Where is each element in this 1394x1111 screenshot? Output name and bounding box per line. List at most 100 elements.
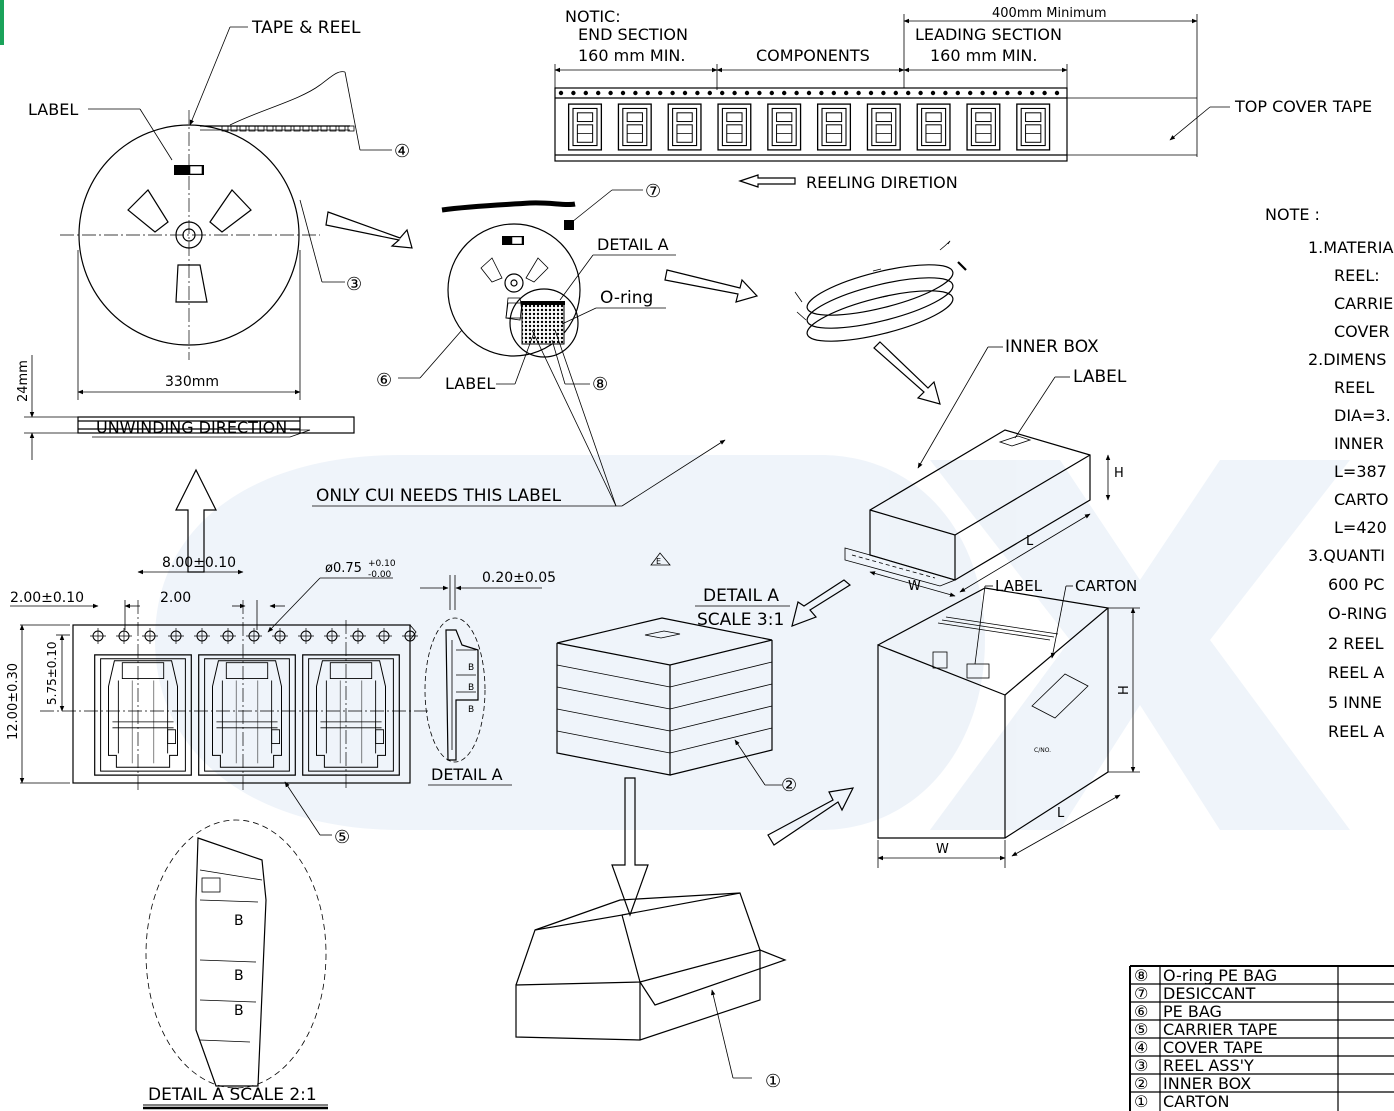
- sprocket-hole: [558, 90, 564, 96]
- bom-row-no: ⑧: [1134, 966, 1148, 985]
- sprocket-hole: [955, 90, 960, 96]
- detail-a-mark: B: [468, 663, 474, 673]
- components-label: COMPONENTS: [756, 46, 870, 65]
- tape-tooth: [221, 125, 229, 132]
- note-line: 1.MATERIA: [1308, 238, 1393, 257]
- reel-window: [175, 264, 208, 303]
- bom-row-name: O-ring PE BAG: [1163, 966, 1277, 985]
- note-line: COVER: [1334, 322, 1390, 341]
- detail-scale-lines: [199, 869, 263, 1043]
- sprocket-hole: [720, 90, 725, 96]
- stacked-reel: [806, 277, 954, 329]
- reel-view: TAPE & REEL LABEL 330mm UNWINDING DIRECT: [16, 18, 392, 573]
- leader-line: [1050, 585, 1067, 659]
- bom-table: ⑧ O-ring PE BAG ⑦ DESICCANT ⑥ PE BAG ⑤ C…: [1129, 965, 1394, 1111]
- bag-label-patch: [511, 236, 523, 245]
- tape-tooth: [302, 125, 310, 132]
- note-line: L=387: [1334, 462, 1387, 481]
- revision-mark: E: [656, 557, 661, 566]
- callout-6: ⑥: [376, 370, 392, 391]
- width-dimension: [869, 571, 956, 597]
- tape-tooth: [275, 125, 283, 132]
- sprocket-hole: [806, 90, 812, 96]
- hole-crosshair: [168, 628, 184, 644]
- reel-window: [209, 189, 252, 233]
- sprocket-hole: [831, 90, 836, 96]
- sprocket-hole: [881, 90, 886, 96]
- callout-4: ④: [394, 141, 410, 162]
- end-section-value: 160 mm MIN.: [578, 46, 685, 65]
- hole-tol-plus: +0.10: [368, 559, 396, 569]
- carton-h: H: [1117, 685, 1132, 695]
- reeling-direction-label: REELING DIRETION: [806, 173, 958, 192]
- oring-label: O-ring: [600, 288, 653, 308]
- pe-bag-hub-hole: [510, 279, 518, 287]
- sprocket-hole: [943, 90, 948, 96]
- detail-a-mark: B: [468, 705, 474, 715]
- oring-bag: [521, 303, 565, 345]
- cui-note: ONLY CUI NEEDS THIS LABEL: [316, 486, 562, 506]
- open-carton-flap: [534, 892, 741, 931]
- note-line: REEL A: [1328, 722, 1384, 741]
- note-line: 3.QUANTI: [1308, 546, 1385, 565]
- length-dimension: [1011, 794, 1121, 857]
- bag-detail-a-label: DETAIL A: [597, 235, 669, 254]
- note-line: L=420: [1334, 518, 1387, 537]
- reel-window: [525, 257, 549, 283]
- process-arrow: [664, 269, 759, 303]
- tape-body: [554, 87, 1068, 162]
- sprocket-hole: [794, 90, 799, 96]
- tape-cavities: [567, 103, 1051, 151]
- process-arrow: [791, 579, 852, 627]
- watermark-logo: [155, 455, 1350, 830]
- hole-label: ø0.75: [325, 561, 362, 576]
- tape-cavity: [966, 103, 1001, 151]
- sprocket-hole: [658, 90, 663, 96]
- note-line: 600 PC: [1328, 575, 1384, 594]
- note-line: 2.DIMENS: [1308, 350, 1386, 369]
- bag-view: DETAIL A O-ring LABEL ONLY CUI NEEDS THI…: [312, 189, 759, 566]
- hole-crosshair: [194, 628, 210, 644]
- top-cover-tape-label: TOP COVER TAPE: [1234, 97, 1372, 116]
- sprocket-hole: [906, 90, 911, 96]
- offset-label: 5.75±0.10: [45, 642, 59, 706]
- callout-5: ⑤: [334, 827, 350, 848]
- carrier-tape-outline: [72, 624, 411, 784]
- leader-line: [531, 329, 617, 507]
- leader-line: [299, 199, 323, 283]
- tape-cavity: [816, 103, 852, 151]
- sprocket-hole: [1017, 90, 1022, 96]
- hole-crosshair: [324, 628, 340, 644]
- carton-label: [966, 663, 990, 679]
- leader-line: [917, 346, 989, 469]
- process-arrow: [873, 341, 941, 405]
- oring-bag-circle: [509, 288, 579, 358]
- stacked-reel: [806, 290, 954, 342]
- inner-box-stack: DETAIL A SCALE 3:1: [556, 586, 790, 917]
- callout-1: ①: [765, 1071, 781, 1092]
- notes-block: NOTE : 1.MATERIA REEL: CARRIE COVER 2.DI…: [1265, 205, 1393, 741]
- sprocket-hole: [633, 90, 638, 96]
- tape-tooth: [338, 125, 346, 132]
- carton-top: [877, 587, 1110, 696]
- hole-crosshair: [246, 628, 262, 644]
- leading-section-label: LEADING SECTION: [915, 25, 1062, 44]
- bom-row-no: ⑥: [1134, 1002, 1148, 1021]
- minimum-length-label: 400mm Minimum: [992, 6, 1107, 21]
- leader-line: [621, 439, 726, 507]
- bom-row-name: CARTON: [1163, 1092, 1229, 1111]
- carrier-tape-detail: 8.00±0.10 2.00±0.10 2.00 ø0.75 +0.10 -0.…: [6, 555, 556, 1110]
- carton-cno: C/NO.: [1034, 747, 1051, 754]
- tape-tooth: [293, 125, 301, 132]
- note-line: REEL A: [1328, 663, 1384, 682]
- tape-cavity: [916, 103, 951, 151]
- notic-label: NOTIC:: [565, 7, 621, 26]
- stack-side: [669, 640, 773, 776]
- cover-tape-peel: [229, 71, 346, 126]
- detail-a-section: [451, 640, 476, 750]
- leader-line: [514, 329, 536, 385]
- tape-tooth: [248, 125, 256, 132]
- tape-break: [409, 624, 417, 641]
- note-line: REEL:: [1334, 266, 1380, 285]
- tape-tooth: [257, 125, 265, 132]
